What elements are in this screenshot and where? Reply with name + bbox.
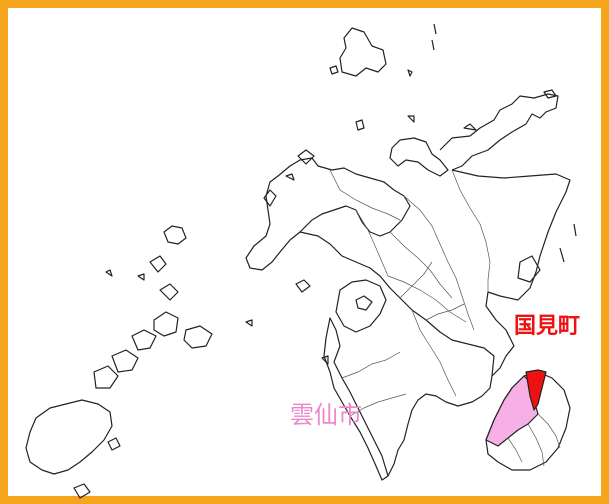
goto-islet-1 (105, 269, 113, 277)
boundary-6 (387, 275, 467, 323)
kunimi-town-region (525, 369, 547, 411)
boundary-10 (411, 309, 457, 397)
goto-north-3 (159, 283, 179, 301)
coast-northeast (439, 93, 559, 171)
goto-mid-3 (183, 325, 213, 349)
shimabara-boundary-2 (527, 423, 545, 467)
boundary-1 (329, 169, 401, 221)
goto-south-3 (107, 437, 121, 451)
coast-east-long (451, 169, 571, 377)
goto-islet-3 (137, 273, 145, 281)
shimabara-boundary-1 (537, 413, 561, 449)
goto-islet-2 (245, 319, 253, 327)
coast-northwest (245, 157, 411, 271)
islet-north-5 (407, 115, 415, 123)
islet-north-2 (407, 69, 413, 77)
boundary-5 (389, 231, 453, 299)
islet-north-6 (463, 123, 477, 131)
coast-north-inlets (389, 137, 449, 177)
islet-sw-1 (321, 355, 329, 365)
shimabara-boundary-3 (507, 437, 523, 463)
iki-island (339, 27, 387, 77)
goto-mid-2 (131, 329, 157, 351)
boundary-9 (349, 393, 407, 417)
islet-nw-1 (285, 173, 295, 181)
coast-east-mark (559, 223, 577, 263)
goto-north-1 (163, 225, 187, 245)
boundary-7 (399, 261, 433, 299)
boundary-8 (341, 351, 401, 379)
bay-inner (355, 295, 373, 311)
goto-mid-4 (111, 349, 139, 373)
unzen-city-label: 雲仙市 (290, 401, 362, 429)
kunimi-town-label: 国見町 (514, 314, 581, 339)
islet-hirado (297, 149, 315, 165)
goto-mid-1 (153, 311, 179, 337)
boundary-2 (355, 209, 389, 277)
coast-nagasaki (323, 317, 389, 481)
coast-nagasaki-east (387, 375, 493, 477)
goto-north-2 (149, 255, 167, 273)
goto-south-2 (73, 483, 91, 499)
coast-east-islet (517, 255, 541, 283)
boundary-4 (451, 169, 491, 292)
islet-nw-2 (263, 189, 277, 207)
goto-south-big (25, 399, 113, 475)
islet-nw-3 (295, 279, 311, 293)
goto-mid-5 (93, 365, 119, 389)
islet-north-1 (329, 65, 339, 75)
boundary-11 (425, 303, 465, 321)
islet-north-7 (543, 89, 557, 99)
bay-omura (335, 279, 387, 333)
islet-north-4 (355, 119, 365, 131)
islet-north-3 (431, 23, 437, 51)
boundary-3 (403, 195, 475, 331)
